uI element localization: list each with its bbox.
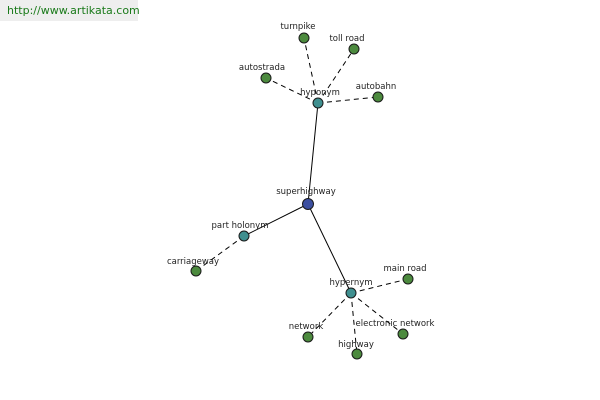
edge-hypernym-to-network: [307, 292, 352, 338]
node-marker-electronic-network[interactable]: [397, 328, 409, 340]
edge-hyponym-to-turnpike: [303, 37, 319, 104]
node-electronic-network[interactable]: electronic network: [356, 319, 435, 340]
node-label-hyponym: hyponym: [300, 88, 340, 98]
edge-superhighway-to-hyponym: [307, 102, 319, 205]
node-main-road[interactable]: main road: [383, 264, 427, 285]
node-turnpike[interactable]: turnpike: [280, 22, 316, 44]
node-label-toll-road: toll road: [329, 34, 364, 44]
node-label-carriageway: carriageway: [167, 257, 219, 267]
node-carriageway[interactable]: carriageway: [167, 257, 219, 277]
watermark-url: http://www.artikata.com: [7, 4, 140, 17]
edge-hyponym-to-autostrada: [265, 77, 319, 104]
node-label-autobahn: autobahn: [356, 82, 397, 92]
watermark-bar: http://www.artikata.com: [0, 0, 140, 21]
node-hyponym[interactable]: hyponym: [300, 88, 340, 109]
node-label-hypernym: hypernym: [329, 278, 372, 288]
edge-hypernym-to-electronic-network: [350, 292, 404, 335]
edges-layer: [195, 37, 409, 355]
node-autobahn[interactable]: autobahn: [356, 82, 397, 103]
node-superhighway[interactable]: superhighway: [276, 187, 336, 210]
node-label-turnpike: turnpike: [280, 22, 315, 32]
node-marker-autobahn[interactable]: [372, 91, 384, 103]
node-label-superhighway: superhighway: [276, 187, 336, 197]
node-label-highway: highway: [338, 340, 374, 350]
edge-hypernym-to-main-road: [350, 278, 409, 294]
node-marker-carriageway[interactable]: [190, 265, 202, 277]
node-highway[interactable]: highway: [338, 340, 374, 360]
node-hypernym[interactable]: hypernym: [329, 278, 373, 299]
node-marker-superhighway[interactable]: [302, 198, 314, 210]
edge-superhighway-to-hypernym: [307, 203, 352, 294]
node-label-electronic-network: electronic network: [356, 319, 435, 329]
node-part-holonym[interactable]: part holonym: [212, 221, 269, 242]
edge-hyponym-to-autobahn: [317, 96, 379, 104]
edge-hyponym-to-toll-road: [317, 48, 355, 104]
node-marker-part-holonym[interactable]: [238, 230, 250, 242]
node-toll-road[interactable]: toll road: [329, 34, 365, 55]
node-marker-highway[interactable]: [351, 348, 363, 360]
edge-superhighway-to-part-holonym: [243, 203, 309, 237]
node-marker-toll-road[interactable]: [348, 43, 360, 55]
edge-part-holonym-to-carriageway: [195, 235, 245, 272]
node-label-main-road: main road: [383, 264, 426, 274]
node-network[interactable]: network: [289, 322, 324, 343]
nodes-layer: superhighway hyponym part holonym hypernym t…: [167, 22, 435, 360]
node-label-autostrada: autostrada: [239, 63, 285, 73]
node-marker-network[interactable]: [302, 331, 314, 343]
node-marker-hypernym[interactable]: [345, 287, 357, 299]
node-label-part-holonym: part holonym: [212, 221, 269, 231]
node-marker-autostrada[interactable]: [260, 72, 272, 84]
edge-hypernym-to-highway: [350, 292, 358, 355]
node-marker-main-road[interactable]: [402, 273, 414, 285]
node-autostrada[interactable]: autostrada: [239, 63, 285, 84]
node-marker-hyponym[interactable]: [312, 97, 324, 109]
node-marker-turnpike[interactable]: [298, 32, 310, 44]
node-label-network: network: [289, 322, 324, 332]
